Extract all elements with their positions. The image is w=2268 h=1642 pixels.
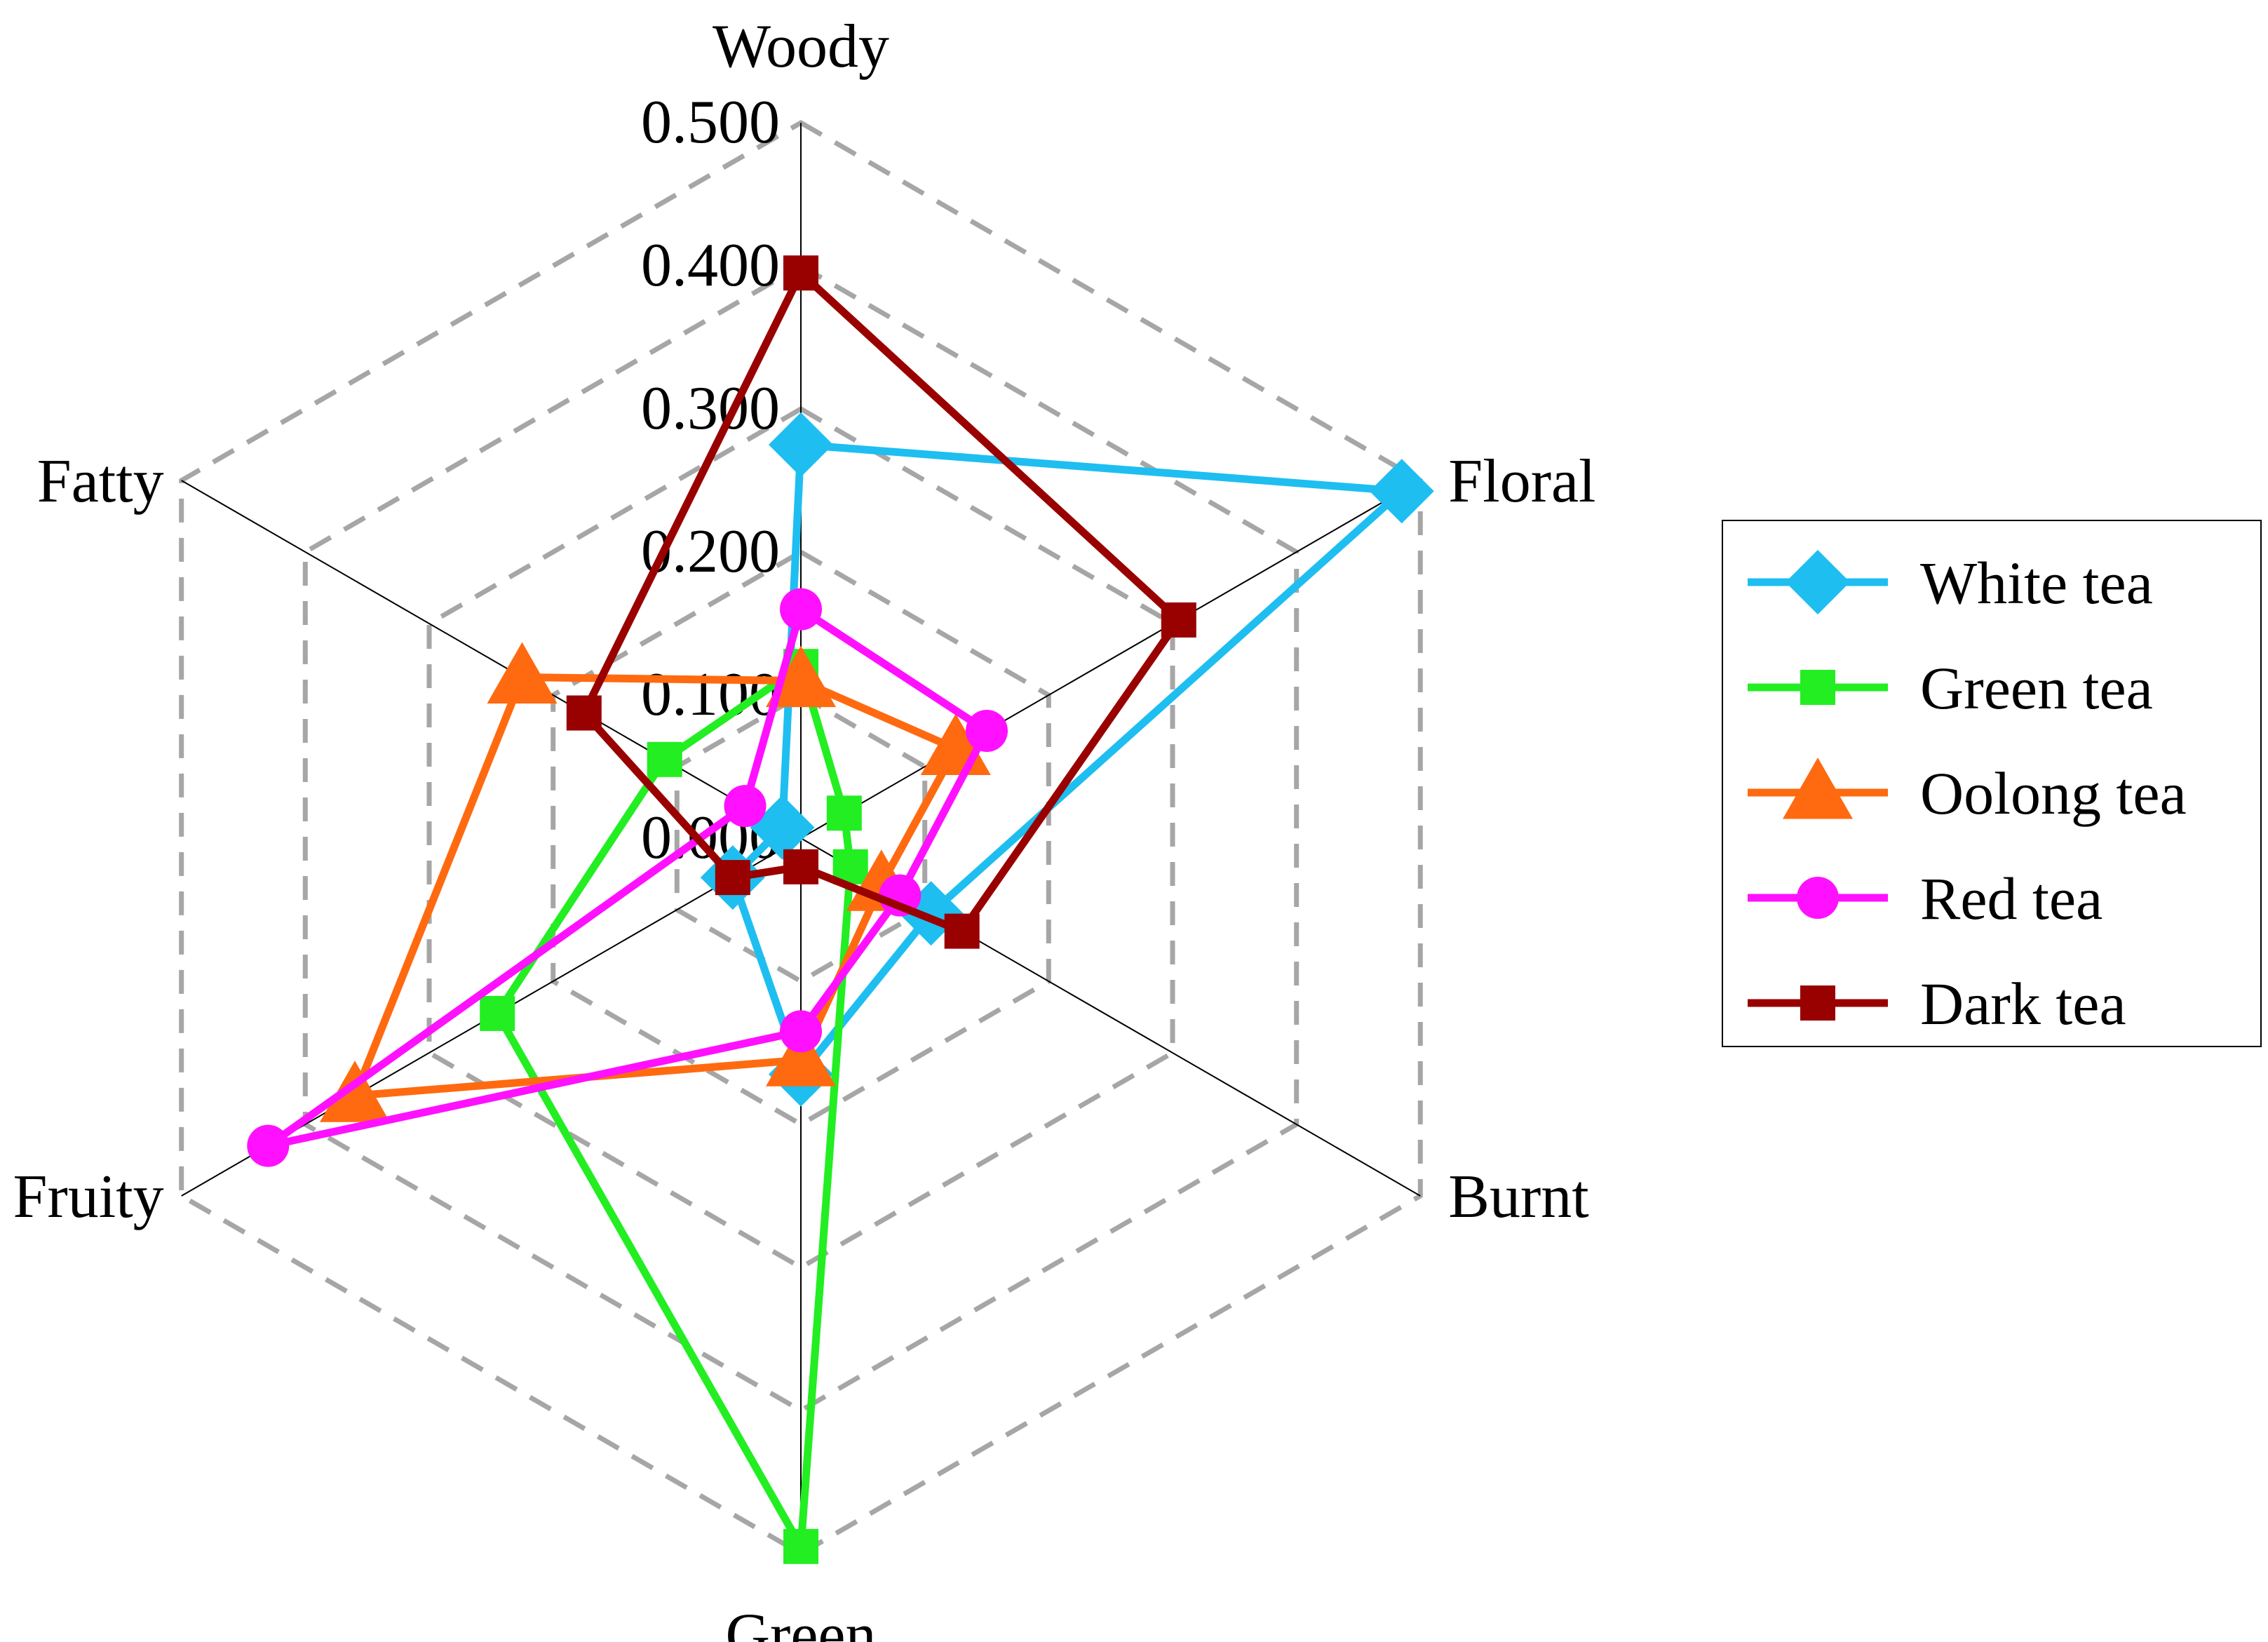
- legend-label: Green tea: [1920, 654, 2153, 722]
- legend-label: Red tea: [1920, 865, 2102, 932]
- axis-label-fatty: Fatty: [37, 447, 164, 516]
- data-point-fatty: [566, 695, 602, 731]
- legend-marker: [1797, 877, 1839, 919]
- data-point-fatty: [750, 795, 815, 860]
- data-point-green: [766, 1025, 836, 1086]
- data-point-green: [780, 1010, 822, 1053]
- series-dark-tea: [566, 255, 1196, 949]
- data-point-woody: [766, 645, 836, 708]
- legend-marker: [1800, 985, 1835, 1021]
- data-point-fruity: [715, 860, 750, 896]
- tick-label: 0.500: [641, 88, 780, 156]
- data-point-fruity: [320, 1061, 390, 1122]
- data-point-fatty: [724, 785, 767, 828]
- data-point-floral: [1161, 602, 1196, 638]
- legend-item: Red tea: [1748, 865, 2102, 932]
- legend-item: White tea: [1748, 549, 2153, 617]
- legend-item: Oolong tea: [1748, 758, 2187, 827]
- legend-label: Oolong tea: [1920, 760, 2187, 827]
- series-line: [492, 660, 855, 1560]
- data-point-fruity: [480, 995, 515, 1031]
- axis-spoke-floral: [800, 480, 1421, 839]
- data-point-fatty: [647, 741, 682, 777]
- tick-label: 0.300: [641, 375, 780, 443]
- axis-label-woody: Woody: [713, 13, 889, 81]
- data-point-woody: [780, 588, 822, 631]
- axis-label-green: Green: [726, 1601, 877, 1642]
- data-point-fruity: [247, 1124, 290, 1167]
- legend-item: Green tea: [1748, 654, 2153, 722]
- data-point-woody: [783, 255, 818, 291]
- data-point-green: [783, 849, 818, 884]
- data-point-floral: [966, 710, 1008, 752]
- data-point-floral: [826, 795, 862, 831]
- data-point-green: [783, 1528, 818, 1564]
- axis-spoke-fatty: [181, 480, 802, 839]
- series-green-tea: [480, 649, 868, 1564]
- axis-label-burnt: Burnt: [1448, 1163, 1588, 1231]
- radar-series: [247, 255, 1434, 1564]
- axis-label-fruity: Fruity: [13, 1163, 164, 1231]
- series-line: [728, 440, 1412, 1082]
- legend-marker: [1783, 758, 1853, 819]
- legend-label: Dark tea: [1920, 970, 2126, 1037]
- axis-label-floral: Floral: [1448, 447, 1595, 516]
- data-point-woody: [769, 412, 833, 477]
- legend-label: White tea: [1920, 549, 2153, 617]
- data-point-burnt: [944, 913, 980, 949]
- legend-item: Dark tea: [1748, 970, 2126, 1037]
- data-point-floral: [1369, 459, 1434, 524]
- legend-marker: [1800, 670, 1835, 705]
- data-point-fatty: [487, 642, 558, 704]
- series-red-tea: [247, 588, 1008, 1167]
- legend-marker: [1786, 550, 1850, 614]
- tick-label: 0.400: [641, 231, 780, 300]
